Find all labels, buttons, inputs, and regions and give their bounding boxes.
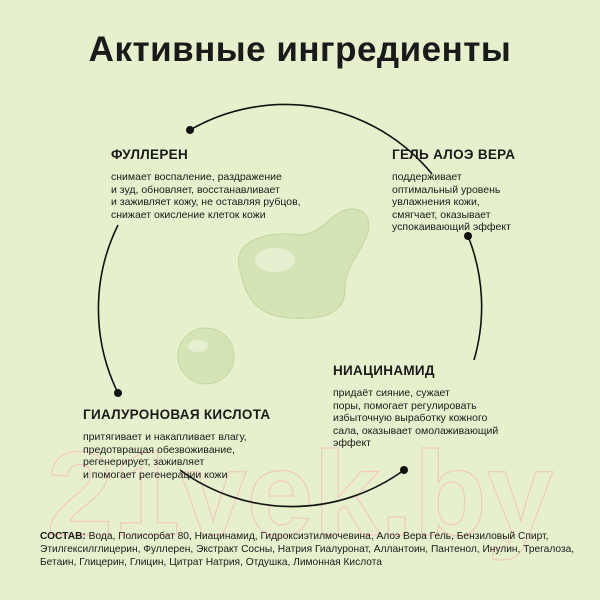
gel-droplets [177,208,370,385]
ingredient-description: притягивает и накапливает влагу, предотв… [83,431,247,481]
ingredient-name: НИАЦИНАМИД [333,363,435,378]
dot [464,232,472,240]
ingredient-fullerene: ФУЛЛЕРЕН снимает воспаление, раздражение… [111,147,301,221]
composition-text: Вода, Полисорбат 80, Ниацинамид, Гидрокс… [40,531,575,568]
arc-left [97,224,119,394]
ingredient-niacinamide: НИАЦИНАМИД придаёт сияние, сужает поры, … [333,363,498,450]
ingredient-name: ФУЛЛЕРЕН [111,147,188,162]
page-title: Активные ингредиенты [88,30,512,69]
arc-right [467,235,483,361]
composition: СОСТАВ: Вода, Полисорбат 80, Ниацинамид,… [40,530,580,569]
ingredient-description: придаёт сияние, сужает поры, помогает ре… [333,387,499,449]
ingredient-hyaluronic-acid: ГИАЛУРОНОВАЯ КИСЛОТА притягивает и накап… [83,407,270,481]
ingredient-aloe: ГЕЛЬ АЛОЭ ВЕРА поддерживает оптимальный … [392,147,515,234]
ingredient-name: ГЕЛЬ АЛОЭ ВЕРА [392,147,516,162]
dot [186,126,194,134]
ingredient-description: снимает воспаление, раздражение и зуд, о… [111,171,301,221]
arc-bottom [179,469,405,508]
ingredient-name: ГИАЛУРОНОВАЯ КИСЛОТА [83,407,271,422]
dot [114,389,122,397]
ingredient-description: поддерживает оптимальный уровень увлажне… [392,171,511,233]
composition-label: СОСТАВ: [40,531,86,542]
arc-top [189,103,433,175]
watermark: 21vek.by [46,427,553,561]
dot [400,466,408,474]
